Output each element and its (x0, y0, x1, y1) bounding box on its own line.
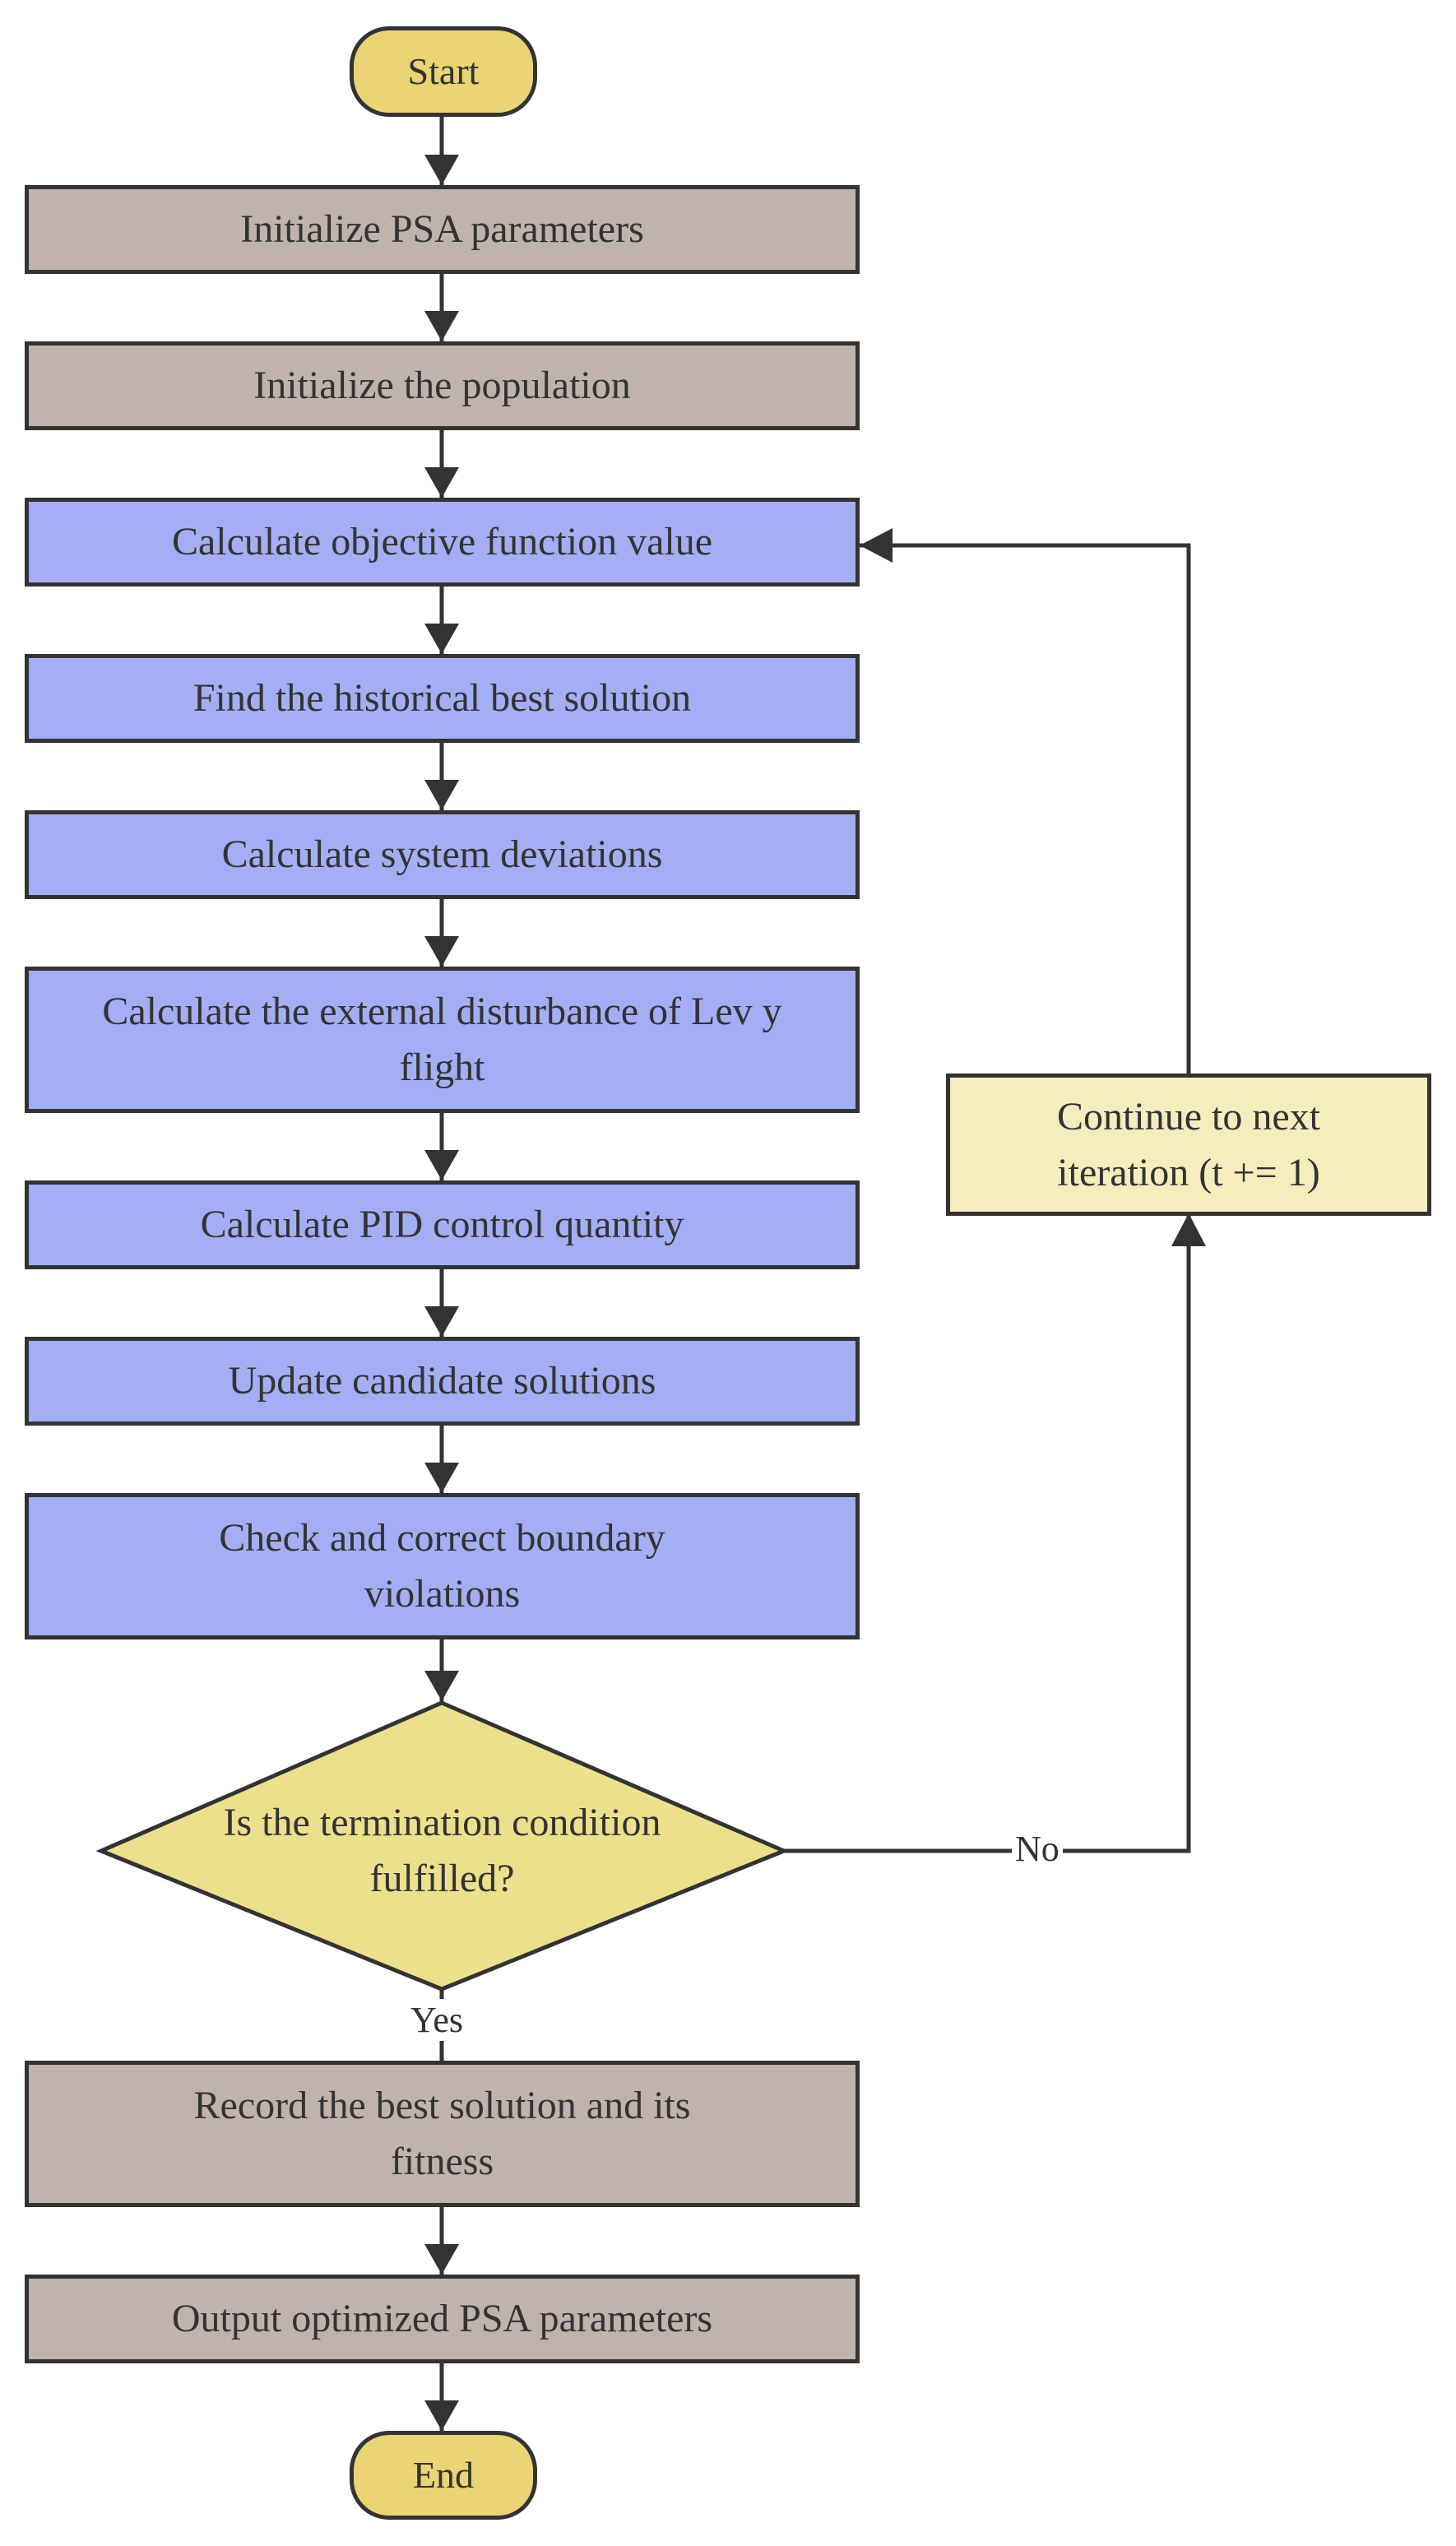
start-node: Start (350, 26, 537, 117)
arrowhead (424, 624, 459, 654)
arrowhead (424, 311, 459, 341)
arrowhead (424, 1671, 459, 1701)
arrowhead (860, 528, 893, 563)
output-params-node: Output optimized PSA parameters (25, 2275, 860, 2363)
check-boundary-node: Check and correct boundary violations (25, 1493, 860, 1639)
decision-diamond (95, 1700, 790, 1992)
objective-function-node: Calculate objective function value (25, 498, 860, 587)
arrowhead (424, 2400, 459, 2431)
arrowhead (424, 1306, 459, 1337)
pid-quantity-node: Calculate PID control quantity (25, 1180, 860, 1269)
init-params-node: Initialize PSA parameters (25, 185, 860, 274)
arrowhead (424, 467, 459, 498)
arrowhead (424, 780, 459, 810)
arrowhead (424, 1150, 459, 1180)
arrowhead (424, 2244, 459, 2275)
edge-label-no: No (1012, 1828, 1063, 1870)
update-candidates-node: Update candidate solutions (25, 1337, 860, 1426)
record-best-node: Record the best solution and its fitness (25, 2061, 860, 2207)
init-population-node: Initialize the population (25, 341, 860, 430)
loop-connector-no-to-next-iteration (784, 1213, 1191, 1853)
loop-connector-next-iteration-to-objective (860, 543, 1191, 1074)
arrowhead (424, 155, 459, 185)
edge-label-yes: Yes (407, 1999, 467, 2041)
end-node: End (350, 2431, 537, 2520)
decision-text: Is the termination condition fulfilled? (223, 1801, 661, 1900)
next-iteration-node: Continue to next iteration (t += 1) (946, 1074, 1431, 1216)
arrowhead (424, 936, 459, 967)
find-best-node: Find the historical best solution (25, 654, 860, 743)
arrowhead (424, 1463, 459, 1493)
system-deviations-node: Calculate system deviations (25, 810, 860, 899)
arrowhead (1171, 1213, 1206, 1246)
levy-disturbance-node: Calculate the external disturbance of Le… (25, 967, 860, 1113)
